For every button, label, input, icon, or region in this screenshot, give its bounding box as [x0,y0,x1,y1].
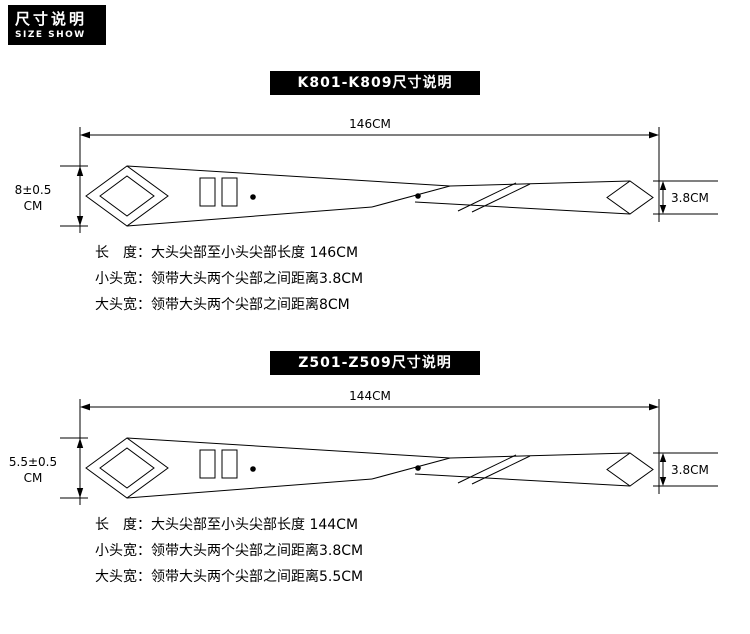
big-width-arrowheads [76,438,84,498]
big-width-unit: CM [24,471,43,485]
big-end-inner-diamond [99,175,155,217]
badge-title-en: SIZE SHOW [15,30,86,40]
length-label: 146CM [349,117,391,131]
note-big-width: 大头宽：领带大头两个尖部之间距离5.5CM [95,569,364,585]
small-end-diamond [606,180,654,215]
notes-z: 长 度：大头尖部至小头尖部长度 144CM 小头宽：领带大头两个尖部之间距离3.… [95,512,363,590]
big-width-value: 5.5±0.5 [9,455,57,469]
small-width-label: 3.8CM [671,463,709,477]
note-big-width: 大头宽：领带大头两个尖部之间距离8CM [95,297,350,313]
tie-size-diagram-z: 144CM 5.5±0.5 CM 3.8CM [9,389,718,505]
length-dimension-arrowheads [80,131,659,139]
length-dimension-lines [79,127,660,233]
section-title-z: Z501-Z509尺寸说明 [298,355,452,371]
big-end-diamond [85,165,169,227]
note-length: 长 度：大头尖部至小头尖部长度 144CM [95,517,359,533]
length-label: 144CM [349,389,391,403]
section-title-k: K801-K809尺寸说明 [297,75,453,91]
big-width-value: 8±0.5 [15,183,52,197]
tie-dots [250,465,421,472]
small-width-dimension-lines [653,180,718,215]
length-dimension-arrowheads [80,403,659,411]
keeper-loop-1 [199,449,216,479]
big-width-dimension-lines [60,437,88,499]
big-width-arrowheads [76,166,84,226]
notes-k: 长 度：大头尖部至小头尖部长度 146CM 小头宽：领带大头两个尖部之间距离3.… [95,240,363,318]
keeper-loop-2 [221,449,238,479]
size-show-badge: 尺寸说明 SIZE SHOW [8,5,106,45]
keeper-loop-1 [199,177,216,207]
tie-size-diagram-k: 146CM 8±0.5 CM 3.8CM [15,117,718,233]
tie-outline [85,437,654,499]
note-length: 长 度：大头尖部至小头尖部长度 146CM [95,245,359,261]
section-title-bar-k: K801-K809尺寸说明 [270,71,480,95]
section-title-bar-z: Z501-Z509尺寸说明 [270,351,480,375]
small-width-arrowheads [659,181,667,214]
small-width-dimension-lines [653,452,718,487]
tie-outline [85,165,654,227]
note-small-width: 小头宽：领带大头两个尖部之间距离3.8CM [95,271,364,287]
note-small-width: 小头宽：领带大头两个尖部之间距离3.8CM [95,543,364,559]
small-width-label: 3.8CM [671,191,709,205]
keeper-loop-2 [221,177,238,207]
small-width-arrowheads [659,453,667,486]
big-width-unit: CM [24,199,43,213]
badge-title-cn: 尺寸说明 [15,10,88,28]
length-dimension-lines [79,399,660,505]
tie-dots [250,193,421,200]
small-end-diamond [606,452,654,487]
big-width-dimension-lines [60,165,88,227]
big-end-inner-diamond [99,447,155,489]
big-end-diamond [85,437,169,499]
